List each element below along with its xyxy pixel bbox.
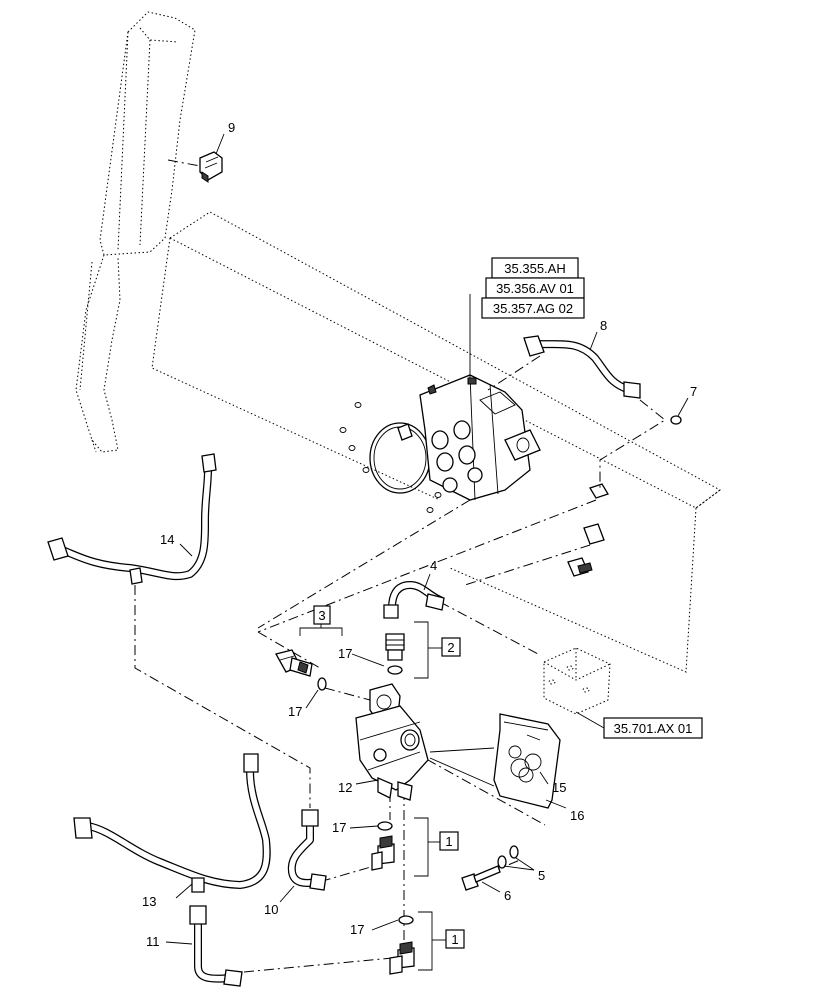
hose-14[interactable] xyxy=(47,453,217,585)
fitting-3[interactable] xyxy=(275,649,327,691)
elbow-fitting-upper[interactable] xyxy=(371,821,395,871)
hose-13[interactable] xyxy=(73,753,271,893)
callout-17c: 17 xyxy=(332,820,346,835)
callout-13: 13 xyxy=(142,894,156,909)
callout-3: 3 xyxy=(318,608,325,623)
number-callouts: 9 8 7 14 4 17 17 12 15 16 17 5 6 13 10 1… xyxy=(142,120,697,949)
callout-5: 5 xyxy=(538,868,545,883)
callout-16: 16 xyxy=(570,808,584,823)
valve-block[interactable] xyxy=(543,647,611,715)
callout-leaders xyxy=(165,133,689,945)
callout-17d: 17 xyxy=(350,922,364,937)
seal-kit-bag-icon[interactable] xyxy=(493,713,561,809)
ref-35-701-ax-01[interactable]: 35.701.AX 01 xyxy=(614,721,693,736)
hose-4[interactable] xyxy=(383,581,445,619)
adapter-fitting[interactable] xyxy=(385,633,405,675)
callout-7: 7 xyxy=(690,384,697,399)
ref-35-357-ag-02[interactable]: 35.357.AG 02 xyxy=(493,301,573,316)
callout-8: 8 xyxy=(600,318,607,333)
washer-7[interactable] xyxy=(670,415,682,425)
switch-icon[interactable] xyxy=(167,151,223,183)
bolt-icon[interactable] xyxy=(461,845,519,891)
hose-8[interactable] xyxy=(523,335,641,399)
reference-block-box: 35.701.AX 01 xyxy=(575,711,703,739)
callout-12: 12 xyxy=(338,780,352,795)
fitting-icon[interactable] xyxy=(567,483,609,577)
hose-11[interactable] xyxy=(189,905,243,987)
main-control-valve[interactable] xyxy=(397,374,541,501)
callout-1b: 1 xyxy=(451,932,458,947)
callout-4: 4 xyxy=(430,558,437,573)
ref-35-355-ah[interactable]: 35.355.AH xyxy=(504,261,565,276)
boxed-callouts: 3 2 1 1 xyxy=(313,605,465,949)
elbow-fitting-lower[interactable] xyxy=(389,915,415,975)
callout-2: 2 xyxy=(447,640,454,655)
callout-11: 11 xyxy=(146,934,160,949)
callout-9: 9 xyxy=(228,120,235,135)
callout-14: 14 xyxy=(160,532,174,547)
chassis-panel xyxy=(151,211,721,673)
callout-17a: 17 xyxy=(338,646,352,661)
hose-10[interactable] xyxy=(287,809,327,891)
seal-leader-lines xyxy=(429,747,495,787)
ref-35-356-av-01[interactable]: 35.356.AV 01 xyxy=(496,281,574,296)
auxiliary-valve-12[interactable] xyxy=(355,683,429,801)
reference-stack: 35.355.AH 35.356.AV 01 35.357.AG 02 xyxy=(481,257,585,319)
callout-17b: 17 xyxy=(288,704,302,719)
group-brackets xyxy=(299,620,446,971)
loader-arm xyxy=(75,11,196,453)
callout-15: 15 xyxy=(552,780,566,795)
callout-1a: 1 xyxy=(445,834,452,849)
callout-6: 6 xyxy=(504,888,511,903)
callout-10: 10 xyxy=(264,902,278,917)
